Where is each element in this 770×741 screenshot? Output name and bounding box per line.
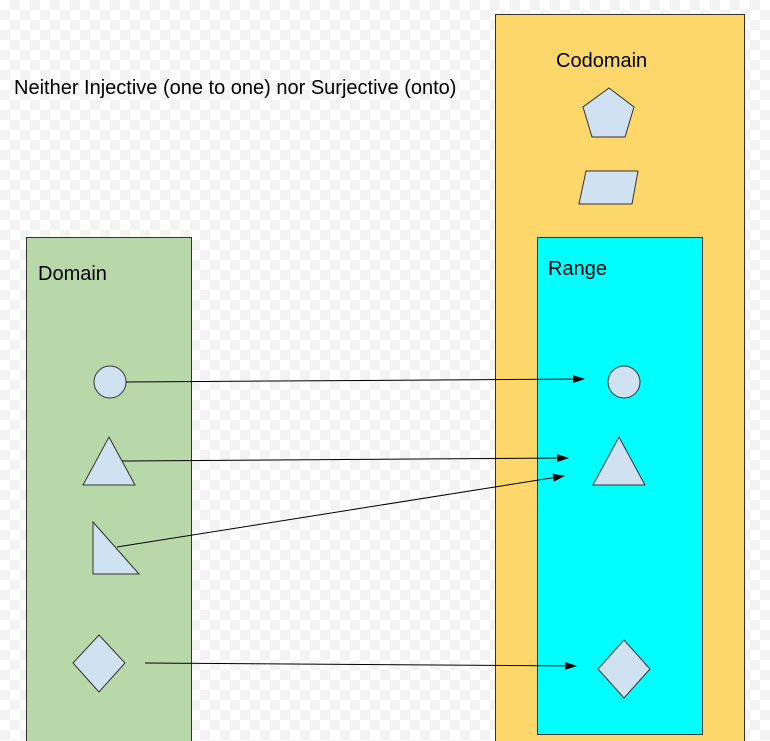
codomain-parallelogram-shape	[578, 170, 639, 205]
codomain-label: Codomain	[556, 50, 648, 72]
arrow-triangle-to-triangle	[121, 454, 569, 463]
codomain-pentagon-shape	[582, 87, 635, 138]
arrow-right-triangle-to-triangle	[116, 473, 565, 548]
arrow-diamond-to-diamond	[144, 661, 577, 670]
range-diamond-shape	[597, 639, 651, 699]
domain-label: Domain	[38, 263, 107, 285]
diagram-title: Neither Injective (one to one) nor Surje…	[14, 77, 457, 99]
range-label: Range	[548, 258, 607, 280]
domain-diamond-shape	[72, 634, 126, 693]
domain-circle-shape	[93, 365, 127, 399]
range-circle-shape	[607, 365, 641, 399]
arrow-circle-to-circle	[125, 375, 585, 384]
range-triangle-shape	[592, 435, 646, 486]
domain-right-triangle-shape	[92, 520, 141, 575]
